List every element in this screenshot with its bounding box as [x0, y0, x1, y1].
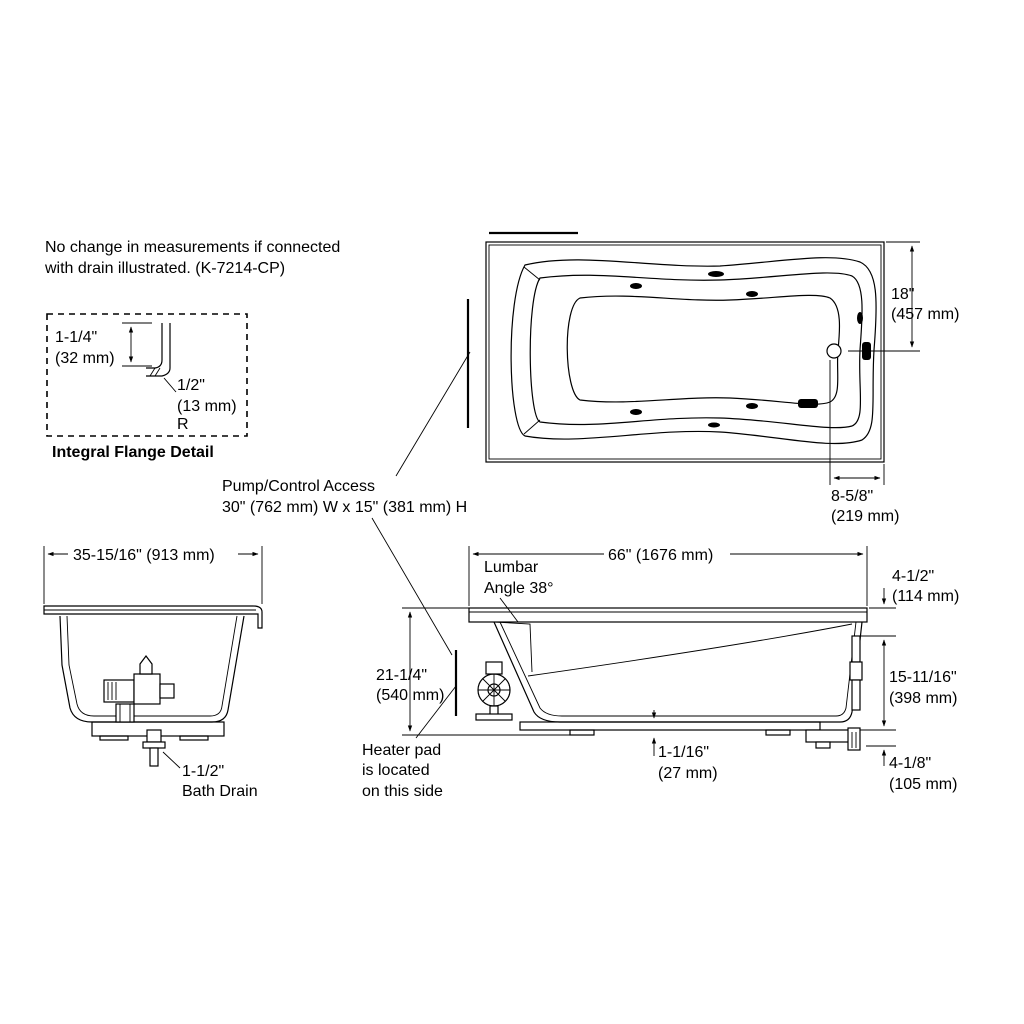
bath-drain-icon — [142, 729, 166, 767]
side-length-label: 66" (1676 mm) — [608, 547, 713, 564]
lumbar-line-1: Lumbar — [484, 559, 539, 576]
pump-motor-icon — [103, 655, 175, 723]
side-dim-2114-in: 21-1/4" — [376, 667, 427, 684]
lumbar-line-2: Angle 38° — [484, 580, 554, 597]
jet-icon — [746, 291, 758, 297]
side-dim-412-mm: (114 mm) — [892, 588, 959, 605]
flange-detail-title: Integral Flange Detail — [52, 444, 214, 461]
control-panel-icon — [798, 399, 818, 408]
plan-dim-858-in: 8-5/8" — [831, 488, 873, 505]
jet-icon — [708, 422, 720, 428]
side-basin — [493, 621, 863, 723]
side-dim-2114-mm: (540 mm) — [376, 687, 444, 704]
drain-icon — [826, 343, 842, 359]
side-dim-418-in: 4-1/8" — [889, 755, 931, 772]
end-deck — [43, 605, 263, 629]
pump-access-leader-up — [395, 351, 471, 477]
side-base — [519, 721, 821, 731]
note-line-1: No change in measurements if connected — [45, 239, 340, 256]
plan-basin-armrest — [529, 272, 863, 429]
flange-thickness-mm: (13 mm) — [177, 398, 237, 415]
plan-dim-18-in: 18" — [891, 286, 914, 303]
side-dim-418-mm: (105 mm) — [889, 776, 957, 793]
side-dim-412-in: 4-1/2" — [892, 568, 934, 585]
flange-height-in: 1-1/4" — [55, 329, 97, 346]
flange-thickness-in: 1/2" — [177, 377, 205, 394]
jet-icon — [708, 271, 724, 277]
pump-access-line-1: Pump/Control Access — [222, 478, 375, 495]
note-line-2: with drain illustrated. (K-7214-CP) — [44, 260, 285, 277]
end-drain-label: Bath Drain — [182, 783, 258, 800]
end-drain-in: 1-1/2" — [182, 763, 224, 780]
heater-line-2: is located — [362, 762, 430, 779]
side-drain-assembly-icon — [805, 635, 863, 751]
jet-icon — [746, 403, 758, 409]
plan-view: 18" (457 mm) 8-5/8" (219 mm) — [466, 231, 959, 525]
side-floor-slope — [527, 623, 853, 677]
flange-radius-label: R — [177, 416, 189, 433]
jet-icon — [857, 312, 863, 324]
integral-flange-detail: 1-1/4" (32 mm) 1/2" (13 mm) R Integral F… — [46, 313, 248, 461]
flange-profile — [146, 323, 171, 377]
side-dim-1116-in: 1-1/16" — [658, 744, 709, 761]
side-dim-1116-mm: (27 mm) — [658, 765, 718, 782]
side-deck — [468, 607, 868, 623]
plan-dim-18-mm: (457 mm) — [891, 306, 959, 323]
side-dim-151116-in: 15-11/16" — [889, 669, 957, 686]
flange-height-mm: (32 mm) — [55, 350, 115, 367]
side-dim-151116-mm: (398 mm) — [889, 690, 957, 707]
plan-basin-inner — [566, 294, 841, 405]
plan-dim-858-mm: (219 mm) — [831, 508, 899, 525]
side-view: 66" (1676 mm) Lumbar Angle 38° — [362, 546, 959, 800]
jet-icon — [630, 283, 642, 289]
end-view: 35-15/16" (913 mm) 1-1/2" Bath — [43, 546, 263, 800]
plan-basin-outer — [510, 257, 877, 445]
plan-outer-deck — [485, 241, 885, 463]
pump-access-line-2: 30" (762 mm) W x 15" (381 mm) H — [222, 499, 467, 516]
end-width-label: 35-15/16" (913 mm) — [73, 547, 215, 564]
pump-access-leader-down — [371, 517, 453, 656]
heater-line-3: on this side — [362, 783, 443, 800]
jet-icon — [630, 409, 642, 415]
side-pump-icon — [475, 661, 513, 721]
flange-detail-frame — [46, 313, 248, 437]
heater-line-1: Heater pad — [362, 742, 441, 759]
